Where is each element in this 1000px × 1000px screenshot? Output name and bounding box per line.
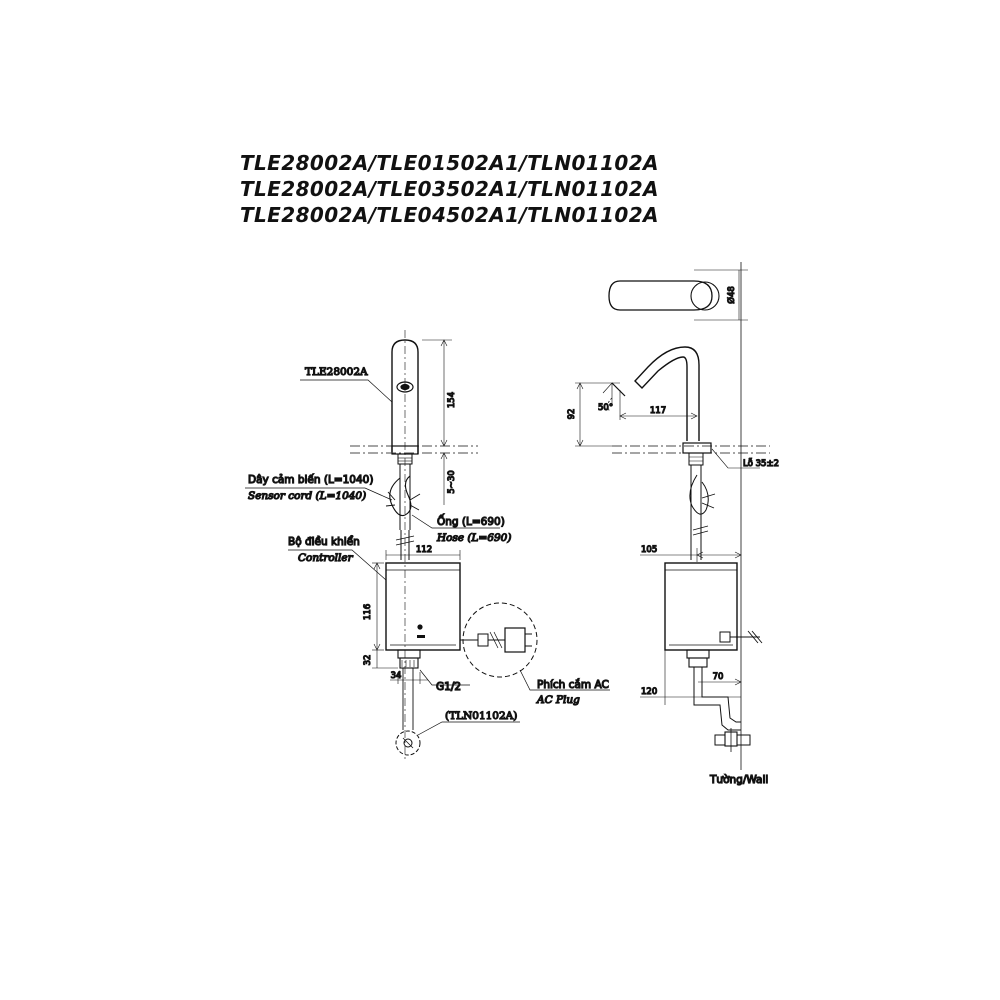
sensor-window xyxy=(396,381,414,393)
top-view-spout xyxy=(608,280,713,311)
controller-label-en: Controller xyxy=(298,552,354,564)
dim-spout-reach: 117 xyxy=(650,406,666,416)
ac-plug-label-vi: Phích cắm AC xyxy=(537,678,609,691)
valve-model-label: (TLN01102A) xyxy=(445,710,517,722)
dim-side-bottom: 120 xyxy=(641,687,657,697)
valve-detail-circle xyxy=(395,730,421,756)
dim-side-offset: 105 xyxy=(641,545,657,555)
hose-label-vi: Ống (L=690) xyxy=(437,514,505,528)
controller-label-vi: Bộ điều khiển xyxy=(288,535,360,548)
hole-label: Lỗ 35±2 xyxy=(743,458,779,469)
thread-label: G1/2 xyxy=(436,681,461,693)
front-view xyxy=(245,330,610,760)
front-controller-box xyxy=(385,562,461,651)
ac-plug-icon xyxy=(504,627,526,653)
dim-side-valve: 70 xyxy=(713,672,724,682)
hose-label-en: Hose (L=690) xyxy=(436,532,511,544)
wall-label: Tường/Wall xyxy=(709,774,768,786)
side-view xyxy=(575,262,770,770)
dim-spout-angle: 50° xyxy=(598,403,613,413)
ac-plug-label-en: AC Plug xyxy=(536,694,580,706)
side-spout-body xyxy=(634,346,700,441)
dim-fitting-width: 34 xyxy=(391,671,402,681)
front-spout-body xyxy=(391,339,419,452)
spout-model-label: TLE28002A xyxy=(305,366,368,378)
sensor-cord xyxy=(389,475,412,517)
sensor-cord-label-en: Sensor cord (L=1040) xyxy=(248,490,366,502)
dim-spout-height: 154 xyxy=(447,392,457,408)
dim-controller-width: 112 xyxy=(416,545,432,555)
dim-fitting-height: 32 xyxy=(363,655,373,666)
dim-spout-diameter: Ø48 xyxy=(726,286,737,304)
side-controller-box xyxy=(664,562,738,651)
dim-controller-height: 116 xyxy=(363,604,373,620)
dim-deck-range: 5~30 xyxy=(447,470,457,493)
model-titles: TLE28002A/TLE01502A1/TLN01102A TLE28002A… xyxy=(240,150,840,228)
model-title-2: TLE28002A/TLE03502A1/TLN01102A xyxy=(240,177,659,201)
model-title-3: TLE28002A/TLE04502A1/TLN01102A xyxy=(240,203,659,227)
model-title-1: TLE28002A/TLE01502A1/TLN01102A xyxy=(240,151,659,175)
dim-spout-drop: 92 xyxy=(567,409,577,420)
sensor-cord-label-vi: Dây cảm biến (L=1040) xyxy=(248,474,373,486)
